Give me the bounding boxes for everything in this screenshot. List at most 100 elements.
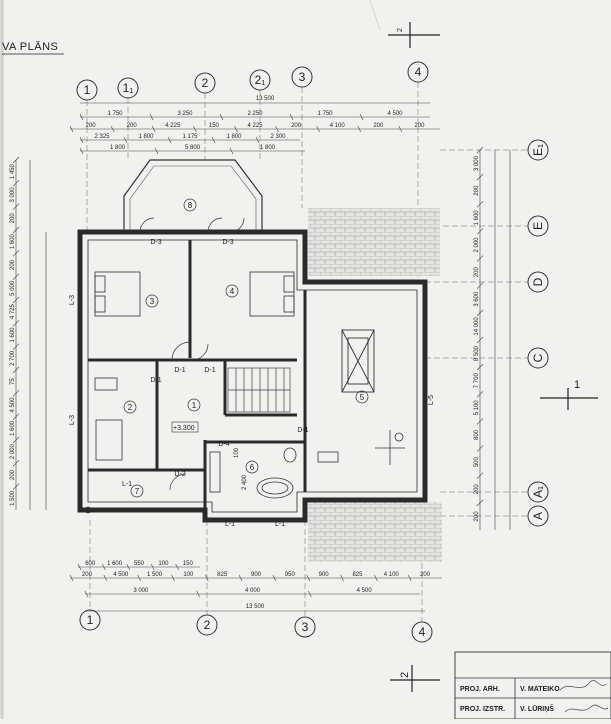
dim-top-row1-tick bbox=[149, 113, 154, 121]
dim-bottom-row3-tick bbox=[196, 590, 200, 598]
terrace-hatch-top bbox=[308, 208, 440, 276]
interior-walls bbox=[88, 240, 307, 512]
dim-bottom-row2-tick bbox=[171, 574, 175, 582]
dim-top-row2-tick bbox=[193, 125, 197, 133]
dim-right-tick bbox=[476, 336, 484, 344]
dim-left-value: 200 bbox=[10, 469, 16, 480]
dim-bottom-row2-value: 900 bbox=[251, 572, 262, 578]
dim-left-value: 1 600 bbox=[10, 420, 16, 436]
dim-top-row3-value: 2 300 bbox=[270, 134, 286, 140]
dim-right-tick bbox=[476, 255, 484, 262]
dim-top-row1-tick bbox=[289, 113, 294, 121]
room-number: 1 bbox=[192, 401, 197, 410]
dim-right-value: 200 bbox=[474, 185, 480, 196]
dim-right-value: 8 500 bbox=[474, 345, 480, 361]
section-marker-top: 2 bbox=[388, 22, 440, 48]
dim-left-value: 5 000 bbox=[10, 280, 16, 296]
dim-bottom-row2-value: 825 bbox=[352, 572, 363, 578]
section-marker-bottom: 2 bbox=[390, 665, 440, 692]
room-number-circle bbox=[130, 484, 144, 498]
dim-top-row4-value: 1 800 bbox=[260, 145, 276, 151]
wall-tag: L-1 bbox=[122, 481, 132, 488]
wall-tag: L-3 bbox=[69, 295, 76, 305]
dim-bottom-row2-value: 200 bbox=[82, 572, 93, 578]
title-block-name-dev: V. LŪRIŅŠ bbox=[520, 704, 554, 713]
room-number-circle bbox=[245, 460, 259, 474]
door-swings bbox=[139, 217, 245, 491]
door-tag: D-1 bbox=[150, 377, 161, 384]
skylight bbox=[341, 329, 375, 393]
dim-top-row2-tick bbox=[69, 125, 74, 133]
dim-left-tick bbox=[12, 413, 20, 420]
bay-window-outline bbox=[123, 159, 263, 232]
dim-bottom-row1-tick bbox=[175, 563, 179, 571]
dim-right-value: 2 000 bbox=[474, 237, 480, 253]
axis-right-bubble bbox=[527, 139, 549, 161]
dim-right-value: 200 bbox=[474, 484, 480, 495]
room-number-circle bbox=[225, 284, 239, 298]
dim-left-tick bbox=[12, 460, 20, 467]
bed-room-3 bbox=[94, 271, 141, 317]
dim-bottom-row2-tick bbox=[407, 574, 412, 582]
room-number: 3 bbox=[150, 297, 155, 306]
axis-top-label: 2 bbox=[202, 76, 209, 90]
dim-left-tick bbox=[12, 156, 20, 164]
bath-dim-2400: 2 400 bbox=[242, 474, 248, 490]
dim-top-row3-tick bbox=[255, 136, 260, 144]
dim-left-value: 200 bbox=[10, 213, 16, 224]
dim-right-value: 3 000 bbox=[474, 155, 480, 171]
dim-left-value: 75 bbox=[10, 378, 16, 385]
dim-left-tick bbox=[12, 343, 20, 350]
dim-bottom-row2-tick bbox=[103, 574, 108, 582]
axis-top-label: 2₁ bbox=[255, 73, 266, 87]
title-block-role-arch: PROJ. ARH. bbox=[460, 686, 500, 693]
dim-top-row2-value: 200 bbox=[291, 123, 302, 129]
dim-right-value: 14 000 bbox=[474, 317, 480, 336]
dim-top-row2-tick bbox=[357, 125, 362, 133]
bath-dim-100: 100 bbox=[234, 447, 240, 458]
axis-bottom-bubble bbox=[294, 616, 316, 638]
dim-top-row3-tick bbox=[167, 136, 172, 144]
dim-top-row2-tick bbox=[398, 125, 403, 133]
paper-fold bbox=[369, 0, 381, 31]
dim-right-value: 200 bbox=[474, 511, 480, 522]
dim-right-tick bbox=[476, 228, 484, 235]
dim-top-row3-tick bbox=[123, 136, 128, 144]
door-tag: D-3 bbox=[150, 239, 161, 246]
dim-left-tick bbox=[12, 226, 20, 234]
dim-bottom-row1-tick bbox=[102, 563, 106, 571]
door-tag: D-3 bbox=[222, 239, 233, 246]
dim-top-row2-value: 200 bbox=[414, 123, 425, 129]
dim-bottom-row2-value: 4 500 bbox=[113, 572, 129, 578]
signature-2 bbox=[564, 704, 609, 713]
door-tag: D-1 bbox=[297, 427, 308, 434]
signature-1 bbox=[559, 680, 607, 691]
door-tag: D-1 bbox=[174, 367, 185, 374]
terrace-hatch-bottom bbox=[308, 502, 442, 562]
dim-top-row2-tick bbox=[151, 125, 156, 133]
dim-bottom-row2-tick bbox=[69, 574, 74, 582]
dim-bottom-row3-tick bbox=[308, 590, 312, 598]
dim-top-row2-value: 150 bbox=[209, 123, 220, 129]
dim-left-value: 4 725 bbox=[10, 303, 16, 319]
dim-left-tick bbox=[12, 180, 20, 187]
dim-right-tick bbox=[476, 201, 484, 208]
dim-left-value: 4 500 bbox=[10, 397, 16, 413]
dim-left-value: 1 600 bbox=[10, 233, 16, 249]
dim-bottom-row1-value: 100 bbox=[158, 561, 169, 567]
dim-top-row4-value: 5 800 bbox=[185, 145, 201, 151]
dim-right-tick bbox=[476, 363, 484, 371]
dim-right-tick bbox=[476, 282, 484, 289]
axis-bottom-label: 2 bbox=[204, 618, 211, 632]
room-number: 7 bbox=[135, 487, 140, 496]
level-mark-text: +3.300 bbox=[173, 425, 195, 432]
dim-top-row2-value: 200 bbox=[86, 123, 97, 129]
dim-bottom-row2-tick bbox=[137, 574, 141, 582]
dim-left-tick bbox=[12, 366, 20, 374]
dim-top-row2-value: 4 100 bbox=[330, 123, 346, 129]
